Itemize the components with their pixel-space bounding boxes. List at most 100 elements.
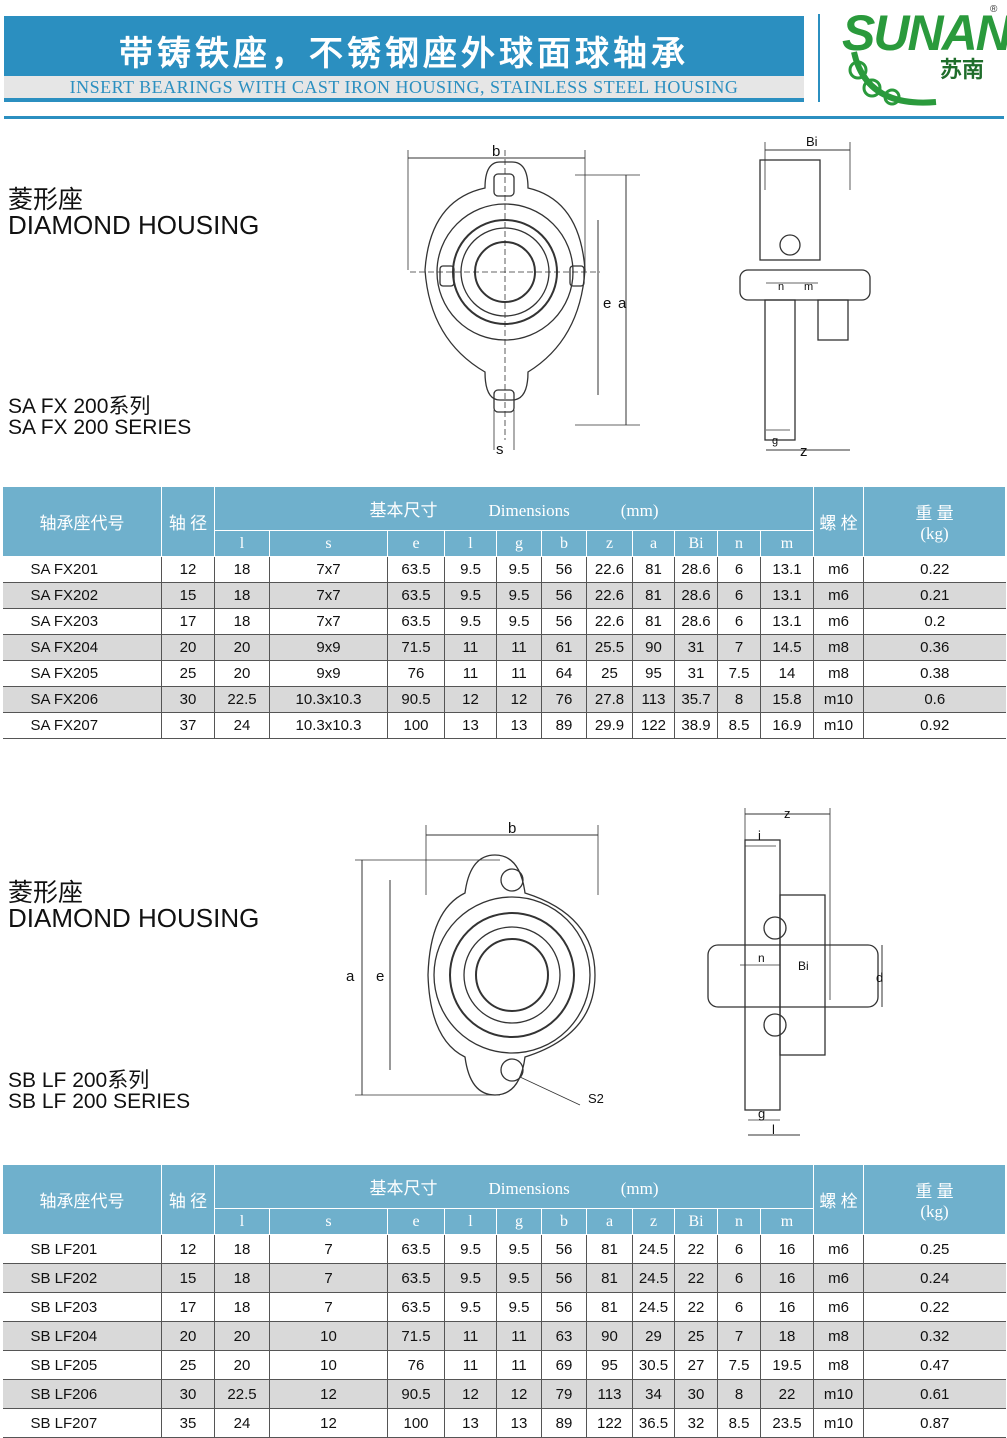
table-cell: m10 — [813, 1379, 864, 1409]
table-cell: 25 — [161, 1350, 215, 1380]
table-cell: 61 — [541, 634, 587, 661]
table-cell: 63.5 — [387, 1263, 445, 1293]
table-cell: 56 — [541, 1263, 587, 1293]
header-divider — [818, 14, 820, 102]
table-cell: 12 — [161, 1234, 215, 1264]
table-cell: 20 — [214, 1350, 270, 1380]
sub-header: Bi — [674, 530, 718, 557]
title-en: INSERT BEARINGS WITH CAST IRON HOUSING, … — [69, 77, 739, 97]
bearing-inner — [463, 926, 561, 1024]
table-cell: m10 — [813, 686, 864, 713]
table-cell: 16.9 — [760, 712, 814, 739]
table-cell: 6 — [717, 556, 761, 583]
table-cell: 89 — [541, 1408, 587, 1438]
table-cell: 9.5 — [496, 608, 542, 635]
table-cell: 64 — [541, 660, 587, 687]
table-cell: SA FX201 — [2, 556, 162, 583]
table-cell: 12 — [496, 686, 542, 713]
table-cell: 16 — [760, 1234, 814, 1264]
table-cell: 11 — [444, 1350, 497, 1380]
table-cell: 31 — [674, 660, 718, 687]
table-cell: 11 — [496, 1350, 542, 1380]
table-cell: 0.22 — [863, 556, 1006, 583]
label-s: s — [496, 441, 504, 458]
sub-header: g — [496, 530, 542, 557]
table-cell: 11 — [496, 1321, 542, 1351]
table-cell: m6 — [813, 1234, 864, 1264]
s2-title-cn: 菱形座 — [8, 878, 84, 907]
logo — [836, 0, 1006, 110]
table-cell: 8.5 — [717, 1408, 761, 1438]
label-g: g — [758, 1106, 765, 1121]
top-slot — [493, 173, 515, 197]
table-cell: SA FX207 — [2, 712, 162, 739]
table-cell: SA FX204 — [2, 634, 162, 661]
table-cell: 27 — [674, 1350, 718, 1380]
table-cell: 56 — [541, 582, 587, 609]
table-cell: 30.5 — [632, 1350, 675, 1380]
table-cell: 56 — [541, 1292, 587, 1322]
bearing-logo-icon — [848, 51, 937, 106]
label-b: b — [492, 143, 500, 160]
title-en-strip: INSERT BEARINGS WITH CAST IRON HOUSING, … — [4, 76, 804, 98]
table-cell: 18 — [214, 556, 270, 583]
table-cell: 11 — [444, 660, 497, 687]
table-cell: 113 — [586, 1379, 633, 1409]
table-cell: 6 — [717, 582, 761, 609]
table-cell: 10 — [269, 1321, 388, 1351]
table-cell: 28.6 — [674, 608, 718, 635]
table-cell: 69 — [541, 1350, 587, 1380]
table-cell: 7.5 — [717, 660, 761, 687]
table-cell: 8 — [717, 1379, 761, 1409]
table-cell: 81 — [586, 1234, 633, 1264]
table-cell: SB LF204 — [2, 1321, 162, 1351]
table-cell: 56 — [541, 608, 587, 635]
table-cell: 9.5 — [444, 582, 497, 609]
sub-header: b — [541, 530, 587, 557]
logo-cn: 苏南 — [940, 58, 985, 83]
table-cell: 24.5 — [632, 1292, 675, 1322]
table-cell: 0.47 — [863, 1350, 1006, 1380]
s2-title-en: DIAMOND HOUSING — [8, 903, 260, 933]
table-cell: m10 — [813, 1408, 864, 1438]
table-cell: 100 — [387, 712, 445, 739]
table-cell: 27.8 — [586, 686, 633, 713]
table-cell: 22.6 — [586, 556, 633, 583]
table-cell: 9.5 — [496, 582, 542, 609]
table-cell: 90.5 — [387, 1379, 445, 1409]
table-cell: 6 — [717, 1292, 761, 1322]
sub-header: Bi — [674, 1208, 718, 1235]
table-cell: 25.5 — [586, 634, 633, 661]
table-cell: 14 — [760, 660, 814, 687]
table-cell: 7 — [269, 1292, 388, 1322]
table-cell: SA FX203 — [2, 608, 162, 635]
label-i: i — [758, 828, 761, 843]
table-cell: m6 — [813, 1292, 864, 1322]
sub-header: z — [586, 530, 633, 557]
table-cell: 34 — [632, 1379, 675, 1409]
table-cell: 122 — [586, 1408, 633, 1438]
label-n: n — [758, 951, 765, 965]
table-cell: 6 — [717, 608, 761, 635]
table-cell: 18 — [760, 1321, 814, 1351]
label-l: l — [772, 1122, 775, 1137]
table-cell: 7 — [269, 1263, 388, 1293]
top-hole — [500, 868, 524, 892]
table-cell: 25 — [586, 660, 633, 687]
table-cell: m6 — [813, 608, 864, 635]
table-cell: SA FX206 — [2, 686, 162, 713]
table-cell: 76 — [541, 686, 587, 713]
sub-header: n — [717, 530, 761, 557]
s1-title-en: DIAMOND HOUSING — [8, 210, 260, 240]
table-cell: 23.5 — [760, 1408, 814, 1438]
table-cell: 18 — [214, 608, 270, 635]
bottom-hole — [500, 1058, 524, 1082]
table-cell: 13.1 — [760, 582, 814, 609]
table-cell: 22.5 — [214, 1379, 270, 1409]
table-cell: 9x9 — [269, 660, 388, 687]
table-cell: 14.5 — [760, 634, 814, 661]
